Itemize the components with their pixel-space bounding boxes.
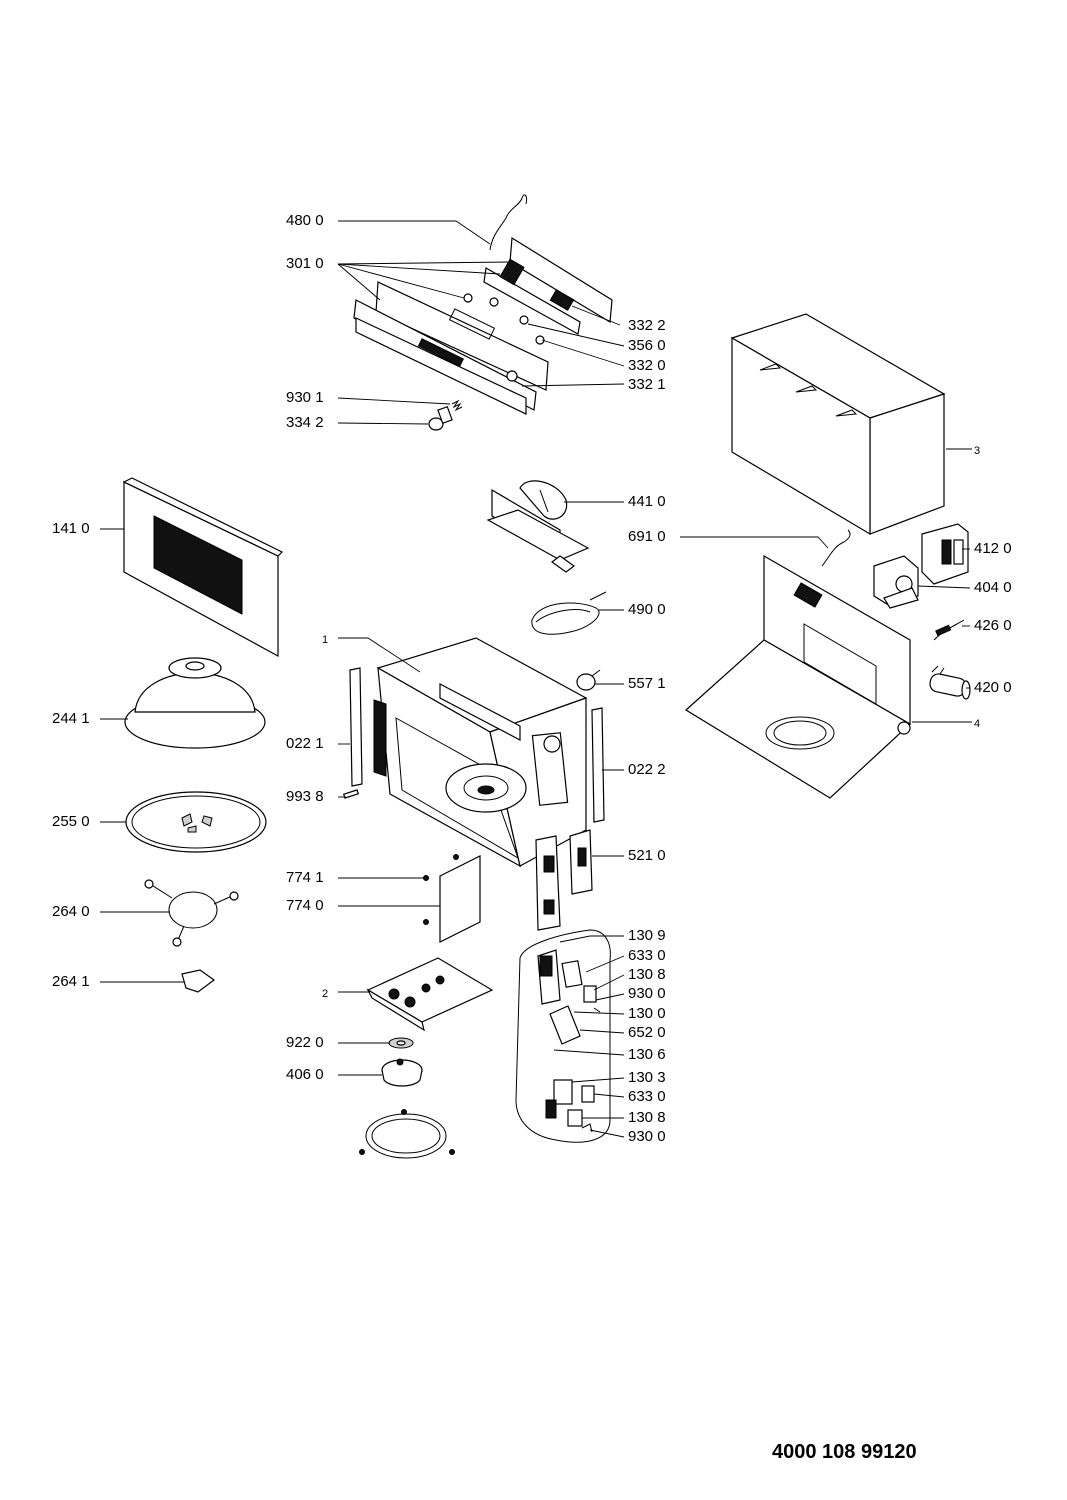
callout-3: 3 — [974, 445, 981, 457]
callout-404-0: 404 0 — [974, 579, 1012, 596]
callout-130-8-a: 130 8 — [628, 966, 666, 983]
callout-930-0-b: 930 0 — [628, 1128, 666, 1145]
switch-group — [515, 929, 611, 1143]
callout-490-0: 490 0 — [628, 601, 666, 618]
callout-130-8-b: 130 8 — [628, 1109, 666, 1126]
interlock-bracket — [535, 829, 593, 931]
document-number: 4000 108 99120 — [772, 1441, 917, 1463]
leader-lines — [100, 220, 972, 1138]
callout-332-1: 332 1 — [628, 376, 666, 393]
outer-wrapper — [730, 313, 946, 536]
callout-633-0-b: 633 0 — [628, 1088, 666, 1105]
roller-support — [144, 879, 239, 947]
lamp-557 — [576, 669, 601, 691]
side-rail-left — [349, 667, 363, 787]
callout-301-0: 301 0 — [286, 255, 324, 272]
callout-930-1: 930 1 — [286, 389, 324, 406]
side-rail-right — [591, 707, 605, 823]
callout-691-0: 691 0 — [628, 528, 666, 545]
callout-022-1: 022 1 — [286, 735, 324, 752]
callout-993-8: 993 8 — [286, 788, 324, 805]
callout-412-0: 412 0 — [974, 540, 1012, 557]
base-plate — [684, 554, 912, 799]
callout-130-0: 130 0 — [628, 1005, 666, 1022]
wire-harness — [531, 591, 607, 635]
diode — [933, 619, 965, 641]
callout-332-0: 332 0 — [628, 357, 666, 374]
cable-691 — [821, 529, 851, 567]
turntable-cover — [124, 657, 266, 749]
knob-and-spring — [428, 399, 463, 431]
bottom-plate — [366, 957, 494, 1032]
callout-930-0-a: 930 0 — [628, 985, 666, 1002]
callout-332-2: 332 2 — [628, 317, 666, 334]
callout-356-0: 356 0 — [628, 337, 666, 354]
coupler — [181, 969, 216, 993]
door — [122, 477, 284, 658]
turntable-motor — [381, 1058, 423, 1087]
glass-tray — [125, 791, 267, 853]
callout-406-0: 406 0 — [286, 1066, 324, 1083]
callout-264-0: 264 0 — [52, 903, 90, 920]
callout-4: 4 — [974, 718, 981, 730]
callout-130-6: 130 6 — [628, 1046, 666, 1063]
callout-141-0: 141 0 — [52, 520, 90, 537]
callout-2: 2 — [322, 988, 329, 1000]
callout-774-1: 774 1 — [286, 869, 324, 886]
callout-922-0: 922 0 — [286, 1034, 324, 1051]
callout-244-1: 244 1 — [52, 710, 90, 727]
callout-255-0: 255 0 — [52, 813, 90, 830]
callout-652-0: 652 0 — [628, 1024, 666, 1041]
callout-774-0: 774 0 — [286, 897, 324, 914]
callout-130-9: 130 9 — [628, 927, 666, 944]
roller-ring — [359, 1109, 455, 1159]
callout-441-0: 441 0 — [628, 493, 666, 510]
callout-557-1: 557 1 — [628, 675, 666, 692]
oven-cavity — [373, 637, 588, 868]
callout-480-0: 480 0 — [286, 212, 324, 229]
callout-420-0: 420 0 — [974, 679, 1012, 696]
capacitor — [929, 665, 971, 700]
callout-1: 1 — [322, 634, 329, 646]
callout-633-0-a: 633 0 — [628, 947, 666, 964]
callout-130-3: 130 3 — [628, 1069, 666, 1086]
fan-motor-bracket — [486, 480, 590, 573]
magnetron — [873, 555, 919, 609]
transformer — [921, 523, 969, 585]
callout-334-2: 334 2 — [286, 414, 324, 431]
callout-521-0: 521 0 — [628, 847, 666, 864]
screw-993 — [342, 789, 360, 799]
callout-264-1: 264 1 — [52, 973, 90, 990]
control-panel-assembly — [353, 194, 613, 415]
callout-426-0: 426 0 — [974, 617, 1012, 634]
washer — [388, 1037, 414, 1049]
cover-plate — [423, 854, 481, 943]
callout-022-2: 022 2 — [628, 761, 666, 778]
